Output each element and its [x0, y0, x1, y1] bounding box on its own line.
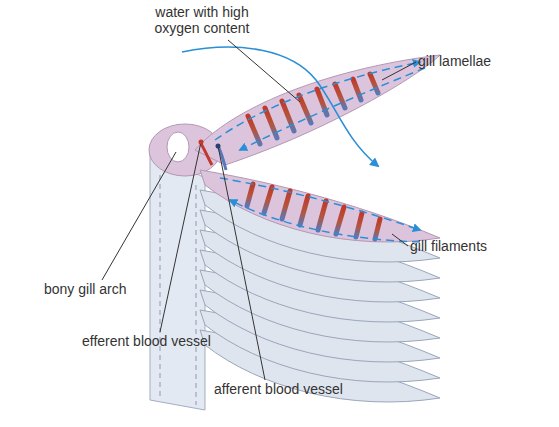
gill-filament [200, 170, 440, 242]
part-label: efferent blood vessel [82, 333, 262, 349]
part-label: afferent blood vessel [214, 381, 394, 397]
lamella [247, 184, 253, 206]
leader-line [102, 152, 176, 280]
blood-flow-arrow [220, 178, 420, 230]
gill-filament [195, 55, 440, 165]
lamella [264, 187, 272, 213]
part-label: gill filaments [410, 238, 550, 254]
lamella [353, 79, 361, 100]
part-label: water with high oxygen content [140, 4, 264, 36]
lamella [248, 116, 260, 144]
part-label: gill lamellae [418, 53, 548, 69]
leader-line [228, 40, 300, 102]
leader-dot [199, 140, 204, 145]
dashed-edge [196, 185, 197, 405]
leader-dot [216, 144, 221, 149]
lamella [375, 219, 380, 239]
lamella [300, 196, 308, 225]
arch-bone [167, 132, 189, 162]
leader-line [382, 62, 416, 80]
lamella [282, 191, 290, 219]
leader-line [160, 142, 201, 332]
dashed-edge [160, 175, 161, 400]
efferent-vessel [200, 142, 212, 165]
leader-line [392, 234, 408, 246]
blood-flow-arrow [230, 200, 420, 242]
lamella [318, 201, 326, 230]
leader-line [218, 146, 265, 380]
blood-flow-arrow [215, 62, 420, 140]
water-flow-arrow [182, 47, 378, 166]
arch-stack [150, 150, 205, 410]
lamella [336, 207, 344, 234]
lamella [356, 213, 362, 237]
part-label: bony gill arch [44, 281, 174, 297]
blood-flow-arrow [240, 68, 425, 150]
